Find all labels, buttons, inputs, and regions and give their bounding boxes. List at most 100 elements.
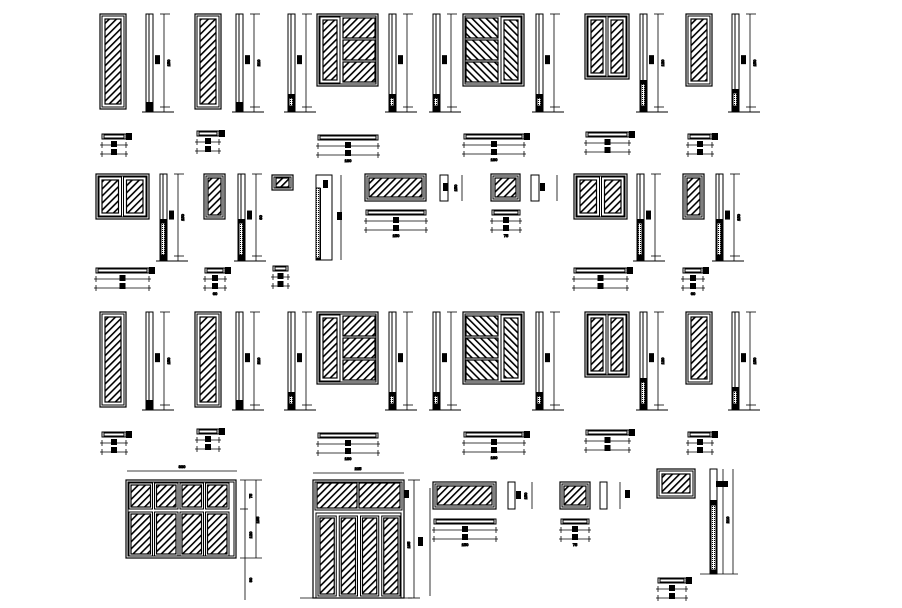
row4-plan-wide: 150 [432, 518, 498, 548]
row4-pane-tophung [661, 473, 691, 494]
row1-window-1 [99, 13, 127, 110]
svg-text:180: 180 [345, 456, 352, 461]
row4-pane-small [563, 485, 587, 506]
row1-plan-1 [100, 133, 132, 157]
row2-plan-7: 60 [681, 267, 709, 297]
row2-plan-4: 150 [364, 209, 428, 239]
row2-window-1 [95, 173, 150, 220]
row1-section-3 [284, 13, 316, 113]
row4-eight-pane-window: 330 75 120 195 90 [125, 464, 262, 600]
row1-section-6 [532, 13, 564, 113]
row2-jamb-5 [530, 174, 558, 202]
row3-section-2: 210 [232, 311, 264, 411]
row2-pane-5 [494, 177, 517, 198]
svg-text:150: 150 [736, 213, 741, 220]
svg-text:60: 60 [213, 291, 218, 296]
row2-window-6 [573, 173, 628, 220]
row1-plan-5 [584, 131, 635, 155]
row2-window-3 [271, 174, 294, 191]
row1-section-1: 150 [142, 13, 174, 113]
row1-plan-4: 180 [462, 133, 530, 163]
row3-window-4 [462, 311, 525, 385]
row3-section-5 [429, 311, 461, 411]
svg-text:150: 150 [180, 213, 185, 220]
svg-text:60: 60 [691, 291, 696, 296]
svg-text:60: 60 [258, 215, 263, 220]
svg-text:195: 195 [255, 516, 260, 523]
svg-text:210: 210 [725, 516, 730, 523]
row3-section-6 [532, 311, 564, 411]
svg-text:225: 225 [355, 466, 362, 471]
row2-plan-2: 60 [203, 267, 231, 297]
row2-pane-3 [275, 177, 290, 188]
svg-text:75: 75 [504, 233, 509, 238]
svg-text:150: 150 [166, 357, 171, 364]
row4-pane-wide [436, 485, 493, 506]
row1-window-4 [462, 13, 525, 87]
row3-window-6 [685, 311, 713, 385]
row3-plan-1 [100, 431, 132, 455]
svg-text:120: 120 [660, 59, 665, 66]
row1-section-4 [385, 13, 417, 113]
svg-text:150: 150 [462, 542, 469, 547]
row1-window-2 [194, 13, 222, 110]
row2-section-6 [633, 173, 665, 262]
row1-plan-6 [686, 133, 718, 157]
svg-text:180: 180 [345, 158, 352, 163]
row2-plan-6 [572, 267, 633, 291]
row1-window-3 [316, 13, 379, 87]
row4-window-small [559, 481, 591, 510]
row2-section-7: 150 [712, 173, 744, 262]
svg-text:150: 150 [393, 233, 400, 238]
row2-plan-3 [271, 265, 290, 289]
svg-text:150: 150 [752, 59, 757, 66]
svg-text:150: 150 [453, 184, 458, 191]
row2-pane-7 [686, 177, 701, 216]
row3-plan-4: 180 [462, 431, 530, 461]
svg-text:75: 75 [573, 542, 578, 547]
svg-text:90: 90 [248, 577, 253, 582]
row1-window-5 [584, 13, 630, 80]
svg-text:210: 210 [256, 59, 261, 66]
row1-section-2: 210 [232, 13, 264, 113]
row3-section-7: 120 [636, 311, 668, 411]
row3-plan-6 [686, 431, 718, 455]
row3-section-8: 150 [728, 311, 760, 411]
row4-glazed-door: 225 195 [300, 466, 431, 599]
row3-section-1: 150 [142, 311, 174, 411]
row1-section-7: 120 [636, 13, 668, 113]
row1-plan-2 [195, 130, 225, 154]
svg-text:210: 210 [256, 357, 261, 364]
row2-section-2: 60 [234, 173, 266, 262]
row2-section-1: 150 [156, 173, 188, 262]
svg-text:120: 120 [248, 531, 253, 538]
svg-text:180: 180 [491, 455, 498, 460]
row4-plan-tophung [656, 577, 692, 601]
row3-plan-2 [195, 428, 225, 452]
svg-text:75: 75 [248, 493, 253, 498]
row4-jamb-wide: 150 [507, 481, 533, 510]
row2-window-4 [364, 173, 427, 202]
row1-plan-3: 180 [316, 134, 380, 164]
row3-plan-5 [584, 429, 635, 453]
row1-section-8: 150 [728, 13, 760, 113]
row3-section-3 [284, 311, 316, 411]
row3-window-3 [316, 311, 379, 385]
svg-text:150: 150 [523, 492, 528, 499]
row2-window-7 [682, 173, 705, 220]
svg-text:330: 330 [179, 464, 186, 469]
row4-plan-small: 75 [559, 518, 591, 548]
svg-text:150: 150 [752, 357, 757, 364]
row2-window-2 [203, 173, 226, 220]
row2-window-5 [490, 173, 521, 202]
row3-window-1 [99, 311, 127, 408]
row3-section-4 [385, 311, 417, 411]
row2-pane-2 [207, 177, 222, 216]
row2-plan-1 [94, 267, 155, 291]
row3-window-5 [584, 311, 630, 378]
svg-text:120: 120 [660, 357, 665, 364]
row4-window-tophung [656, 468, 696, 499]
svg-text:195: 195 [406, 541, 411, 548]
svg-text:180: 180 [491, 157, 498, 162]
